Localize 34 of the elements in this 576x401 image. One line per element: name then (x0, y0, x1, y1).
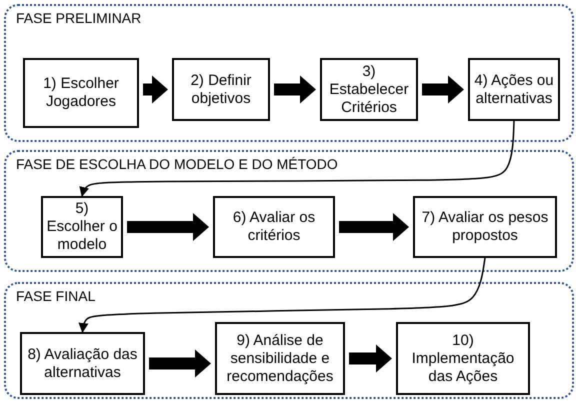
block-arrow (127, 213, 209, 241)
step-label: 8) Avaliação das alternativas (26, 346, 138, 382)
phase-heading: FASE FINAL (16, 288, 96, 304)
step-label: 4) Ações ou alternativas (473, 72, 555, 108)
step-box (215, 322, 345, 395)
step-box (396, 322, 530, 395)
step-label: 2) Definir objetivos (190, 72, 252, 108)
phase-heading: FASE PRELIMINAR (16, 10, 142, 26)
step-box (468, 58, 560, 121)
phase-heading: FASE DE ESCOLHA DO MODELO E DO MÉTODO (16, 156, 338, 172)
phase-band (4, 4, 574, 142)
block-arrow (349, 344, 392, 372)
step-label: 10) Implementação das Ações (410, 332, 516, 386)
step-box (20, 332, 145, 395)
block-arrow (422, 76, 464, 104)
curved-arrow (79, 120, 515, 197)
step-box (213, 196, 335, 258)
block-arrow (339, 213, 409, 241)
block-arrow (274, 76, 316, 104)
step-box (172, 58, 270, 121)
step-box (413, 196, 557, 258)
phase-band (4, 150, 574, 272)
phase-band (4, 282, 574, 399)
block-arrow (143, 76, 168, 104)
step-label: 5) Escolher o modelo (46, 200, 118, 254)
step-label: 3) Estabelecer Critérios (328, 62, 410, 116)
curved-arrow (78, 258, 486, 333)
step-label: 1) Escolher Jogadores (42, 75, 120, 111)
step-box (320, 58, 418, 121)
step-label: 7) Avaliar os pesos propostos (420, 209, 550, 245)
step-label: 6) Avaliar os critérios (232, 209, 316, 245)
step-box (23, 58, 139, 128)
block-arrow (149, 350, 211, 378)
step-label: 9) Análise de sensibilidade e recomendações (226, 332, 334, 386)
